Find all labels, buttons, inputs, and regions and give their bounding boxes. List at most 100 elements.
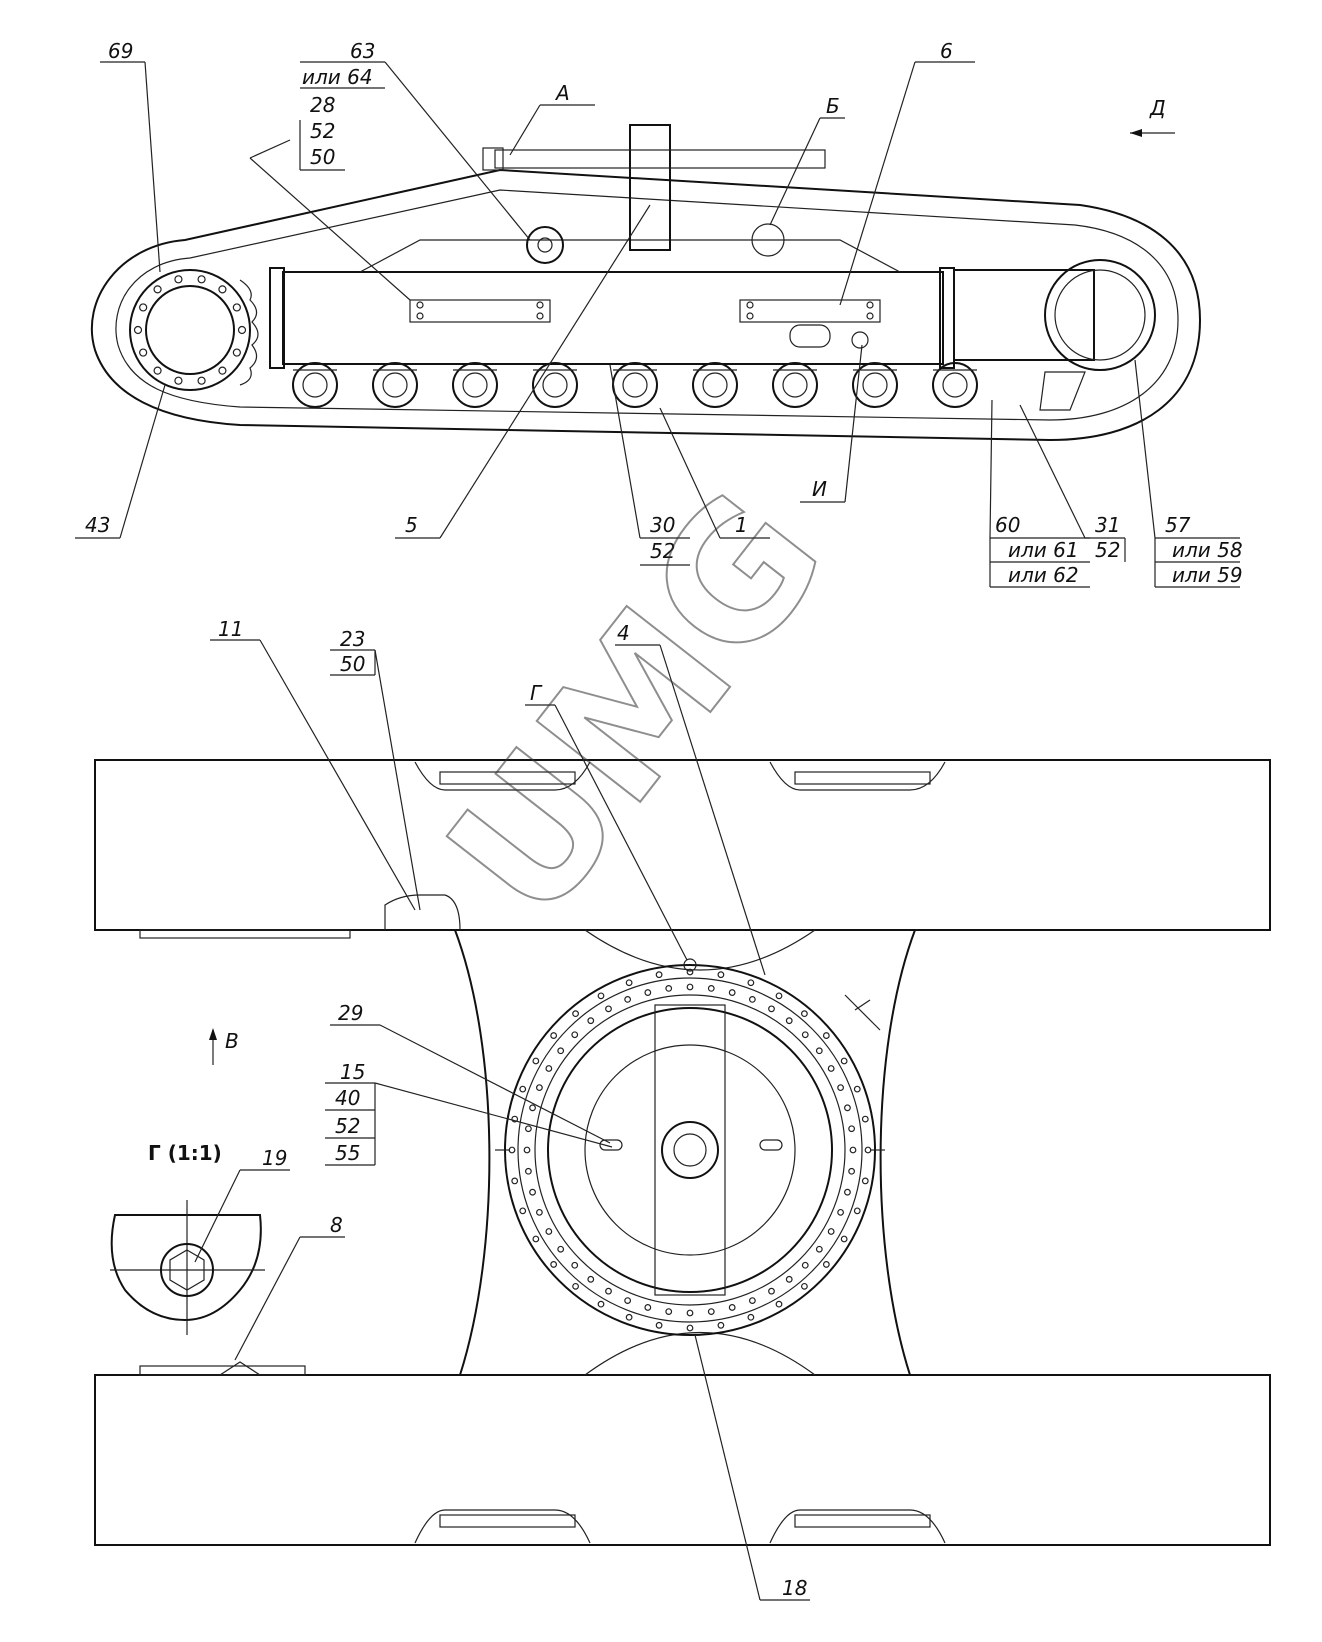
center-frame-beam <box>654 1004 726 1296</box>
upper-bracket-right <box>794 771 931 785</box>
bearing-bolt <box>532 1057 540 1065</box>
bearing-bolt <box>853 1085 861 1093</box>
direction-arrow-d: Д <box>1130 96 1175 137</box>
bearing-bolt <box>775 992 783 1000</box>
track-roller <box>292 362 338 408</box>
sprocket-bolt <box>174 275 183 284</box>
track-roller <box>452 362 498 408</box>
bearing-bolt <box>861 1115 869 1123</box>
track-roller <box>532 362 578 408</box>
side-view: Д 69 63 <box>75 39 1243 588</box>
sprocket-bolt <box>237 325 247 335</box>
bearing-bolt <box>524 1125 532 1133</box>
bearing-bolt <box>532 1235 540 1243</box>
grease-fitting-box <box>384 894 461 931</box>
bearing-bolt <box>511 1177 519 1185</box>
track-roller <box>612 362 658 408</box>
upper-bracket-left <box>439 771 576 785</box>
track-frame <box>282 271 944 365</box>
cylinder-end <box>482 147 504 171</box>
detail-g-title: Г (1:1) <box>148 1141 222 1165</box>
callout-69: 69 <box>108 39 133 63</box>
plan-view: В Г (1:1) 11 23 50 <box>94 617 1271 1601</box>
bearing-bolt <box>644 1304 652 1311</box>
bearing-bolt <box>815 1245 823 1253</box>
bearing-bolt <box>844 1104 851 1112</box>
bearing-bolt <box>644 989 652 996</box>
callout-23: 23 <box>340 627 365 651</box>
track-rollers <box>292 362 978 408</box>
bearing-bolt <box>597 1300 605 1308</box>
bearing-bolt <box>571 1261 579 1269</box>
callout-50-b: 50 <box>340 652 365 676</box>
bearing-bolt <box>837 1084 844 1092</box>
track-roller <box>372 362 418 408</box>
bearing-bolt <box>728 1304 736 1311</box>
side-plate-right <box>739 299 881 323</box>
cylinder-rod <box>494 149 826 169</box>
bearing-bolt <box>853 1207 861 1215</box>
bearing-bolt <box>849 1146 857 1154</box>
callout-59: или 59 <box>1172 563 1243 587</box>
bearing-bolt <box>801 1261 809 1269</box>
bearing-bolt <box>748 1297 756 1304</box>
bearing-bolt <box>624 996 632 1003</box>
bearing-bolt <box>587 1017 595 1025</box>
sprocket-bolt <box>139 348 148 357</box>
track-roller <box>692 362 738 408</box>
lower-bracket-left <box>439 1514 576 1528</box>
bearing-bolt <box>557 1245 565 1253</box>
side-view-leaders <box>75 61 1240 588</box>
bearing-bolt <box>605 1287 612 1295</box>
lower-arc <box>584 1332 816 1376</box>
callout-52-b: 52 <box>650 539 675 563</box>
swing-bearing <box>504 964 876 1336</box>
bearing-bolt <box>550 1032 558 1039</box>
upper-track-rail <box>94 759 1271 931</box>
track-roller <box>852 362 898 408</box>
callout-11: 11 <box>218 617 243 641</box>
callout-18: 18 <box>782 1576 807 1600</box>
bearing-bolt <box>536 1084 543 1092</box>
bearing-bolt <box>844 1188 851 1196</box>
callout-40: 40 <box>335 1086 360 1110</box>
sprocket-bolt <box>197 275 206 284</box>
bearing-bolt <box>801 1010 808 1018</box>
bearing-bolt <box>848 1125 856 1133</box>
callout-55: 55 <box>335 1141 360 1165</box>
callout-63-alt: или 64 <box>302 65 373 89</box>
callout-28: 28 <box>310 93 335 117</box>
sprocket-bolt <box>232 348 241 357</box>
bearing-bolt <box>785 1275 793 1283</box>
bearing-bolt <box>768 1005 775 1013</box>
center-hub-ring <box>584 1044 796 1256</box>
arrow-d-label: Д <box>1149 96 1166 120</box>
center-joint-inner <box>673 1133 707 1167</box>
bearing-bolt <box>523 1146 531 1154</box>
frame-window <box>789 324 831 348</box>
bearing-bolt <box>848 1167 856 1175</box>
callout-52-a: 52 <box>310 119 335 143</box>
bearing-bolt <box>557 1047 565 1055</box>
bearing-bolt <box>524 1167 532 1175</box>
detail-g: Г (1:1) <box>110 1141 265 1335</box>
bearing-bolt <box>822 1032 830 1039</box>
lower-clip <box>219 1361 261 1376</box>
idler-guard <box>1039 371 1086 411</box>
callout-60: 60 <box>995 513 1020 537</box>
sprocket-teeth <box>239 279 259 386</box>
callout-52-c: 52 <box>1095 538 1120 562</box>
detail-b-node <box>751 223 785 257</box>
callout-61: или 61 <box>1008 538 1079 562</box>
detail-g-point <box>683 958 697 972</box>
car-body-waist <box>454 929 916 1376</box>
bearing-bolt <box>822 1261 830 1268</box>
bearing-bolt <box>748 996 756 1003</box>
detail-g-outline <box>110 1214 262 1322</box>
track-roller <box>932 362 978 408</box>
bearing-bolt <box>545 1065 553 1072</box>
callout-19: 19 <box>262 1146 287 1170</box>
lower-pocket-left <box>414 1509 591 1544</box>
bearing-bolt <box>747 979 755 987</box>
callout-52-d: 52 <box>335 1114 360 1138</box>
